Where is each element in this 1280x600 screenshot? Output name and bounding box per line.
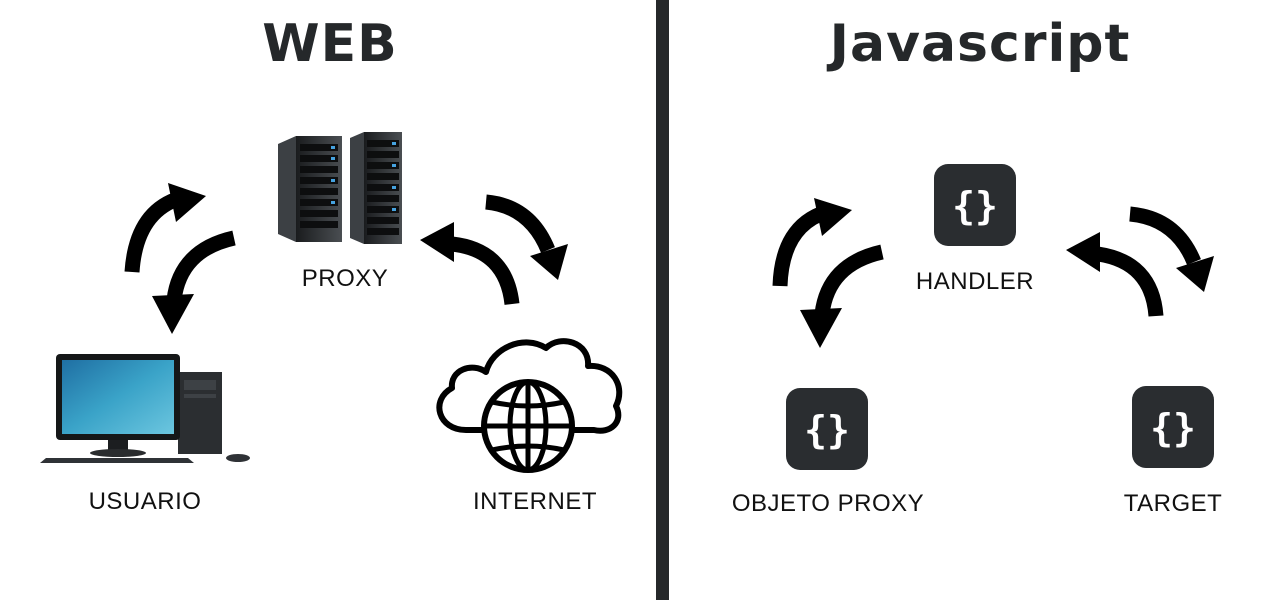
arrow-internet-to-proxy-icon bbox=[420, 222, 520, 306]
cloud-globe-icon bbox=[436, 338, 623, 473]
arrow-proxy-to-user-icon bbox=[152, 230, 236, 334]
arrow-handler-to-target-icon bbox=[1129, 206, 1214, 292]
internet-label: INTERNET bbox=[473, 488, 597, 515]
handler-label: HANDLER bbox=[915, 268, 1035, 295]
svg-text:{}: {} bbox=[1150, 406, 1196, 450]
objeto-proxy-label: OBJETO PROXY bbox=[731, 490, 925, 517]
target-label: TARGET bbox=[1123, 490, 1223, 517]
usuario-label: USUARIO bbox=[88, 488, 202, 515]
arrow-target-to-handler-icon bbox=[1066, 232, 1164, 317]
desktop-computer-icon bbox=[40, 354, 250, 463]
panel-divider bbox=[656, 0, 669, 600]
curly-braces-icon: {} bbox=[786, 388, 868, 470]
web-title: WEB bbox=[262, 14, 398, 74]
curly-braces-icon: {} bbox=[934, 164, 1016, 246]
arrow-handler-to-objeto-icon bbox=[800, 244, 884, 348]
javascript-arrows bbox=[772, 198, 1214, 348]
arrow-objeto-to-handler-icon bbox=[772, 198, 852, 287]
curly-braces-icon: {} bbox=[1132, 386, 1214, 468]
web-arrows bbox=[124, 183, 568, 334]
javascript-title: Javascript bbox=[829, 14, 1131, 74]
svg-text:{}: {} bbox=[952, 184, 998, 228]
arrow-user-to-proxy-icon bbox=[124, 183, 206, 273]
arrow-proxy-to-internet-icon bbox=[485, 194, 568, 280]
svg-text:{}: {} bbox=[804, 408, 850, 452]
server-rack-icon bbox=[278, 132, 402, 244]
proxy-label: PROXY bbox=[301, 265, 389, 292]
